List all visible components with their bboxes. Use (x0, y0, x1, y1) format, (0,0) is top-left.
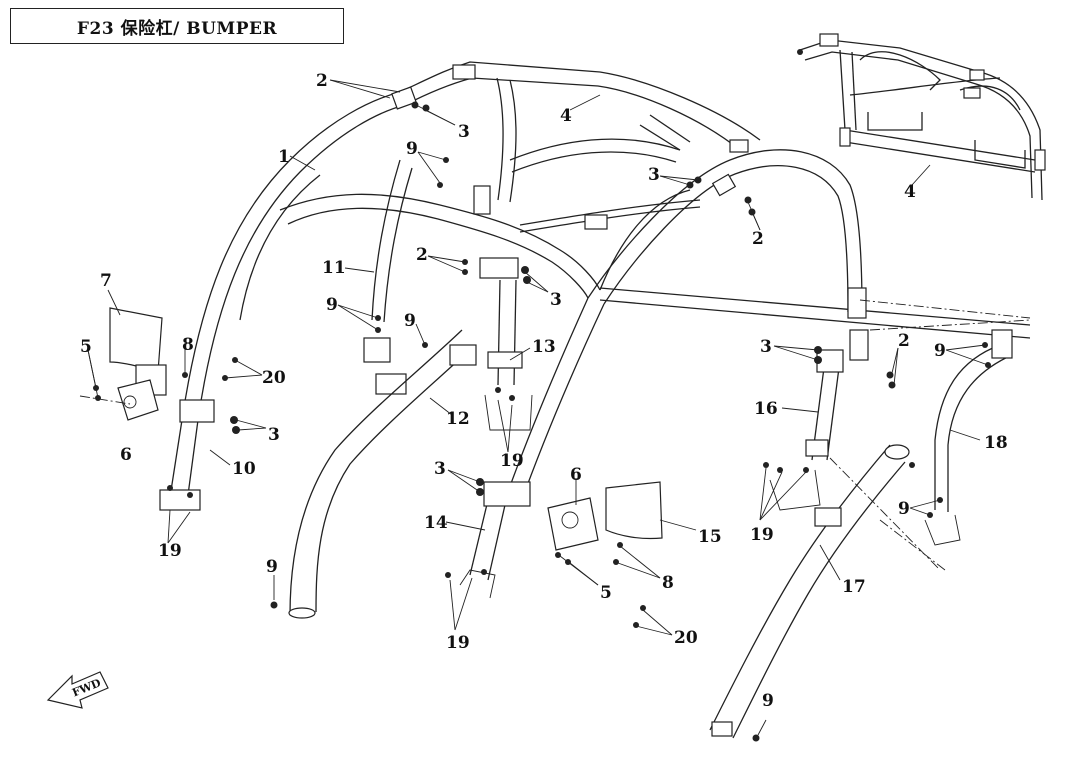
callout-8-right: 8 (662, 573, 674, 593)
callout-2-right: 2 (752, 229, 764, 249)
part-10-left-lower-pillar (159, 399, 215, 511)
callout-9-left: 9 (326, 295, 338, 315)
callout-7: 7 (100, 271, 112, 291)
callout-19-center: 19 (500, 451, 524, 471)
roll-cage-main-frame (181, 61, 1031, 506)
callout-3-right: 3 (648, 165, 660, 185)
callout-1: 1 (278, 147, 290, 167)
callout-3-left: 3 (268, 425, 280, 445)
callout-9-right: 9 (898, 499, 910, 519)
callout-9-rear: 9 (934, 341, 946, 361)
callout-13: 13 (532, 337, 556, 357)
callout-4-bumper: 4 (904, 182, 916, 202)
part-14-right-lower-pillar (459, 481, 531, 599)
fasteners (93, 101, 991, 742)
diagram-title-box: F23 保险杠/ BUMPER (10, 8, 344, 44)
part-12-rear-leg (288, 329, 477, 619)
callout-10: 10 (232, 459, 256, 479)
leader-lines (87, 79, 989, 736)
part-11-upper-brace (363, 159, 413, 395)
callout-12: 12 (446, 409, 470, 429)
callout-19-left: 19 (158, 541, 182, 561)
callout-16: 16 (754, 399, 778, 419)
part-7-left-mirror (109, 307, 167, 396)
callout-19-lower: 19 (446, 633, 470, 653)
callout-20-left: 20 (262, 368, 286, 388)
part-18-side-brace (924, 329, 1013, 546)
part-17-long-rear-leg (709, 444, 910, 739)
callout-labels: 1 2 3 9 4 3 2 4 11 2 3 7 9 9 13 5 8 20 3… (80, 71, 1008, 711)
callout-19-right: 19 (750, 525, 774, 545)
callout-18: 18 (984, 433, 1008, 453)
callout-11: 11 (322, 258, 346, 278)
callout-9-top: 9 (406, 139, 418, 159)
callout-6-left: 6 (120, 445, 132, 465)
callout-5-left: 5 (80, 337, 92, 357)
callout-3-lower: 3 (434, 459, 446, 479)
callout-9-bottom-left: 9 (266, 557, 278, 577)
callout-4-main: 4 (560, 106, 572, 126)
fwd-direction-arrow: FWD (46, 671, 109, 709)
callout-3-rear: 3 (760, 337, 772, 357)
callout-3-center: 3 (550, 290, 562, 310)
callout-9-bottom-right: 9 (762, 691, 774, 711)
callout-6-right: 6 (570, 465, 582, 485)
part-15-right-mirror (605, 481, 663, 540)
diagram-title: F23 保险杠/ BUMPER (76, 18, 278, 39)
callout-15: 15 (698, 527, 722, 547)
callout-9-center: 9 (404, 311, 416, 331)
callout-3-top: 3 (458, 122, 470, 142)
callout-5-right: 5 (600, 583, 612, 603)
part-13-center-post (484, 279, 533, 431)
callout-14: 14 (424, 513, 448, 533)
part-16-rear-post (769, 349, 844, 511)
part-6-mirror-mounts (117, 379, 599, 551)
callout-2-rear: 2 (898, 331, 910, 351)
callout-8-left: 8 (182, 335, 194, 355)
callout-2-center: 2 (416, 245, 428, 265)
reference-lines (79, 299, 1031, 571)
rear-bumper-assembly (797, 33, 1046, 201)
callout-20-right: 20 (674, 628, 698, 648)
callout-17: 17 (842, 577, 866, 597)
callout-2-top: 2 (316, 71, 328, 91)
